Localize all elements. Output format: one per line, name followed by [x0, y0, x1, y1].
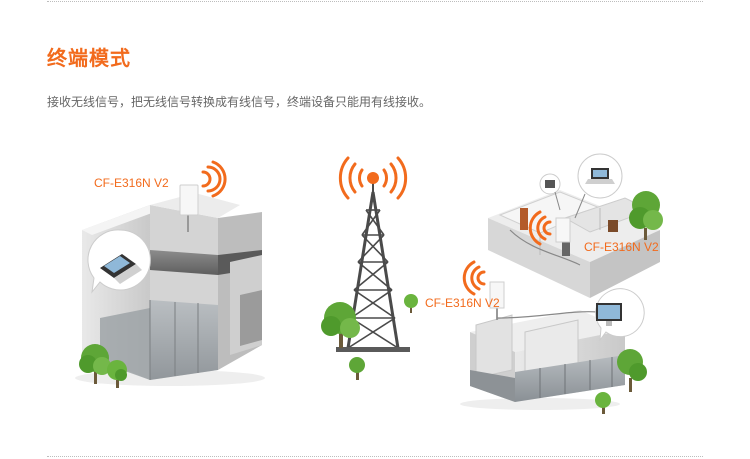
left-trees	[79, 344, 127, 388]
tower-signal-icon	[338, 156, 408, 200]
bottom-divider	[47, 456, 703, 457]
house-cutaway	[488, 190, 660, 298]
device-label-office: CF-E316N V2	[425, 296, 500, 310]
laptop-bubble	[87, 229, 151, 294]
monitor-bubble	[595, 288, 645, 342]
house-tree	[629, 191, 663, 240]
laptop-bubble-right	[574, 153, 623, 219]
office-cpe-device	[489, 281, 599, 320]
center-trees	[321, 294, 418, 380]
device-label-house: CF-E316N V2	[584, 240, 659, 254]
office-trees	[595, 349, 647, 414]
camera-bubble	[539, 173, 561, 211]
section-description: 接收无线信号，把无线信号转换成有线信号，终端设备只能用有线接收。	[47, 95, 432, 109]
house-signal-icon	[528, 210, 552, 246]
house-cpe-device	[555, 217, 571, 243]
office-signal-icon	[462, 260, 486, 296]
left-cpe-device	[179, 184, 199, 232]
device-label-left: CF-E316N V2	[94, 176, 169, 190]
top-divider	[47, 1, 703, 2]
left-signal-icon	[201, 160, 227, 198]
office-building	[460, 310, 625, 410]
section-title: 终端模式	[47, 46, 131, 70]
